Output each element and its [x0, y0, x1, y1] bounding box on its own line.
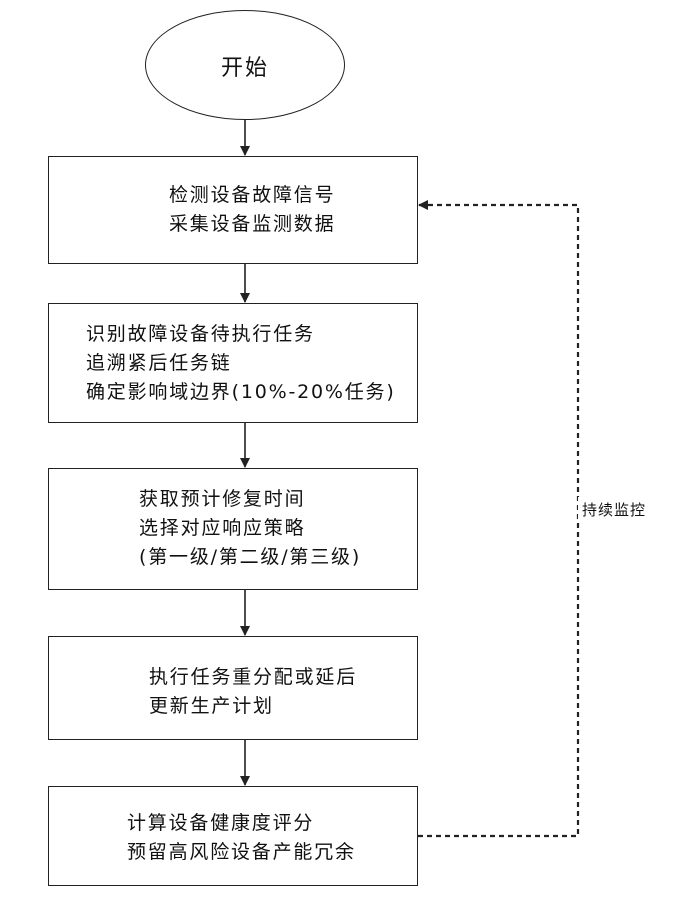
feedback-label: 持续监控: [578, 497, 650, 522]
feedback-loop-arrow: [418, 205, 578, 836]
